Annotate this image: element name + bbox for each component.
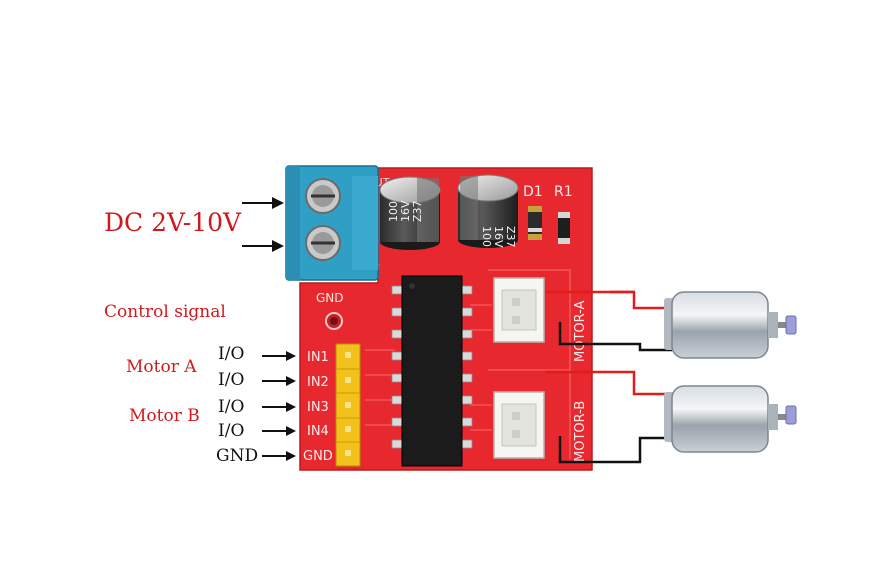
silk-gnd-top: GND xyxy=(316,291,344,305)
svg-text:Z37: Z37 xyxy=(504,226,517,248)
pin-label-io-1: I/O xyxy=(218,344,245,364)
screw-icon xyxy=(305,178,341,214)
motor-b-wires xyxy=(545,370,672,464)
resistor-r1 xyxy=(558,212,570,244)
pin-label-io-3: I/O xyxy=(218,397,245,417)
silk-in2: IN2 xyxy=(307,375,329,390)
motor-a xyxy=(664,291,797,359)
signal-arrow-gnd xyxy=(262,451,296,461)
svg-text:16V: 16V xyxy=(399,200,412,222)
silk-in4: IN4 xyxy=(307,424,329,439)
motor-b-connector xyxy=(493,391,545,459)
signal-arrow-in4 xyxy=(262,426,296,436)
silk-d1: D1 xyxy=(523,184,543,200)
silk-in1: IN1 xyxy=(307,350,329,365)
motor-a-wires xyxy=(545,290,672,352)
silk-motor-b: MOTOR-B xyxy=(573,401,588,462)
driver-ic-chip xyxy=(391,275,473,467)
power-arrow-2 xyxy=(242,240,284,252)
svg-text:Z37: Z37 xyxy=(411,200,424,222)
capacitor-1: 100 16V Z37 xyxy=(379,176,441,250)
pin-label-gnd: GND xyxy=(216,446,259,466)
silk-in3: IN3 xyxy=(307,400,329,415)
signal-arrow-in3 xyxy=(262,402,296,412)
control-signal-label: Control signal xyxy=(104,302,226,322)
motor-b xyxy=(664,385,797,453)
diode-d1 xyxy=(528,206,542,240)
silk-r1: R1 xyxy=(554,184,573,200)
pin-label-io-4: I/O xyxy=(218,421,245,441)
motor-a-connector xyxy=(493,277,545,343)
capacitor-2: 100 16V Z37 xyxy=(457,174,519,248)
input-pin-header[interactable] xyxy=(335,343,361,467)
svg-text:100: 100 xyxy=(480,226,493,247)
silk-gnd-pin: GND xyxy=(303,449,333,464)
motor-a-label: Motor A xyxy=(126,357,197,377)
screw-icon xyxy=(305,225,341,261)
signal-arrow-in2 xyxy=(262,376,296,386)
power-arrow-1 xyxy=(242,197,284,209)
power-supply-label: DC 2V-10V xyxy=(104,208,242,237)
motor-b-label: Motor B xyxy=(129,406,200,426)
svg-text:100: 100 xyxy=(387,201,400,222)
svg-text:16V: 16V xyxy=(492,226,505,248)
power-screw-terminal xyxy=(285,165,379,281)
pin-label-io-2: I/O xyxy=(218,370,245,390)
signal-arrow-in1 xyxy=(262,351,296,361)
silk-motor-a: MOTOR-A xyxy=(573,300,588,362)
